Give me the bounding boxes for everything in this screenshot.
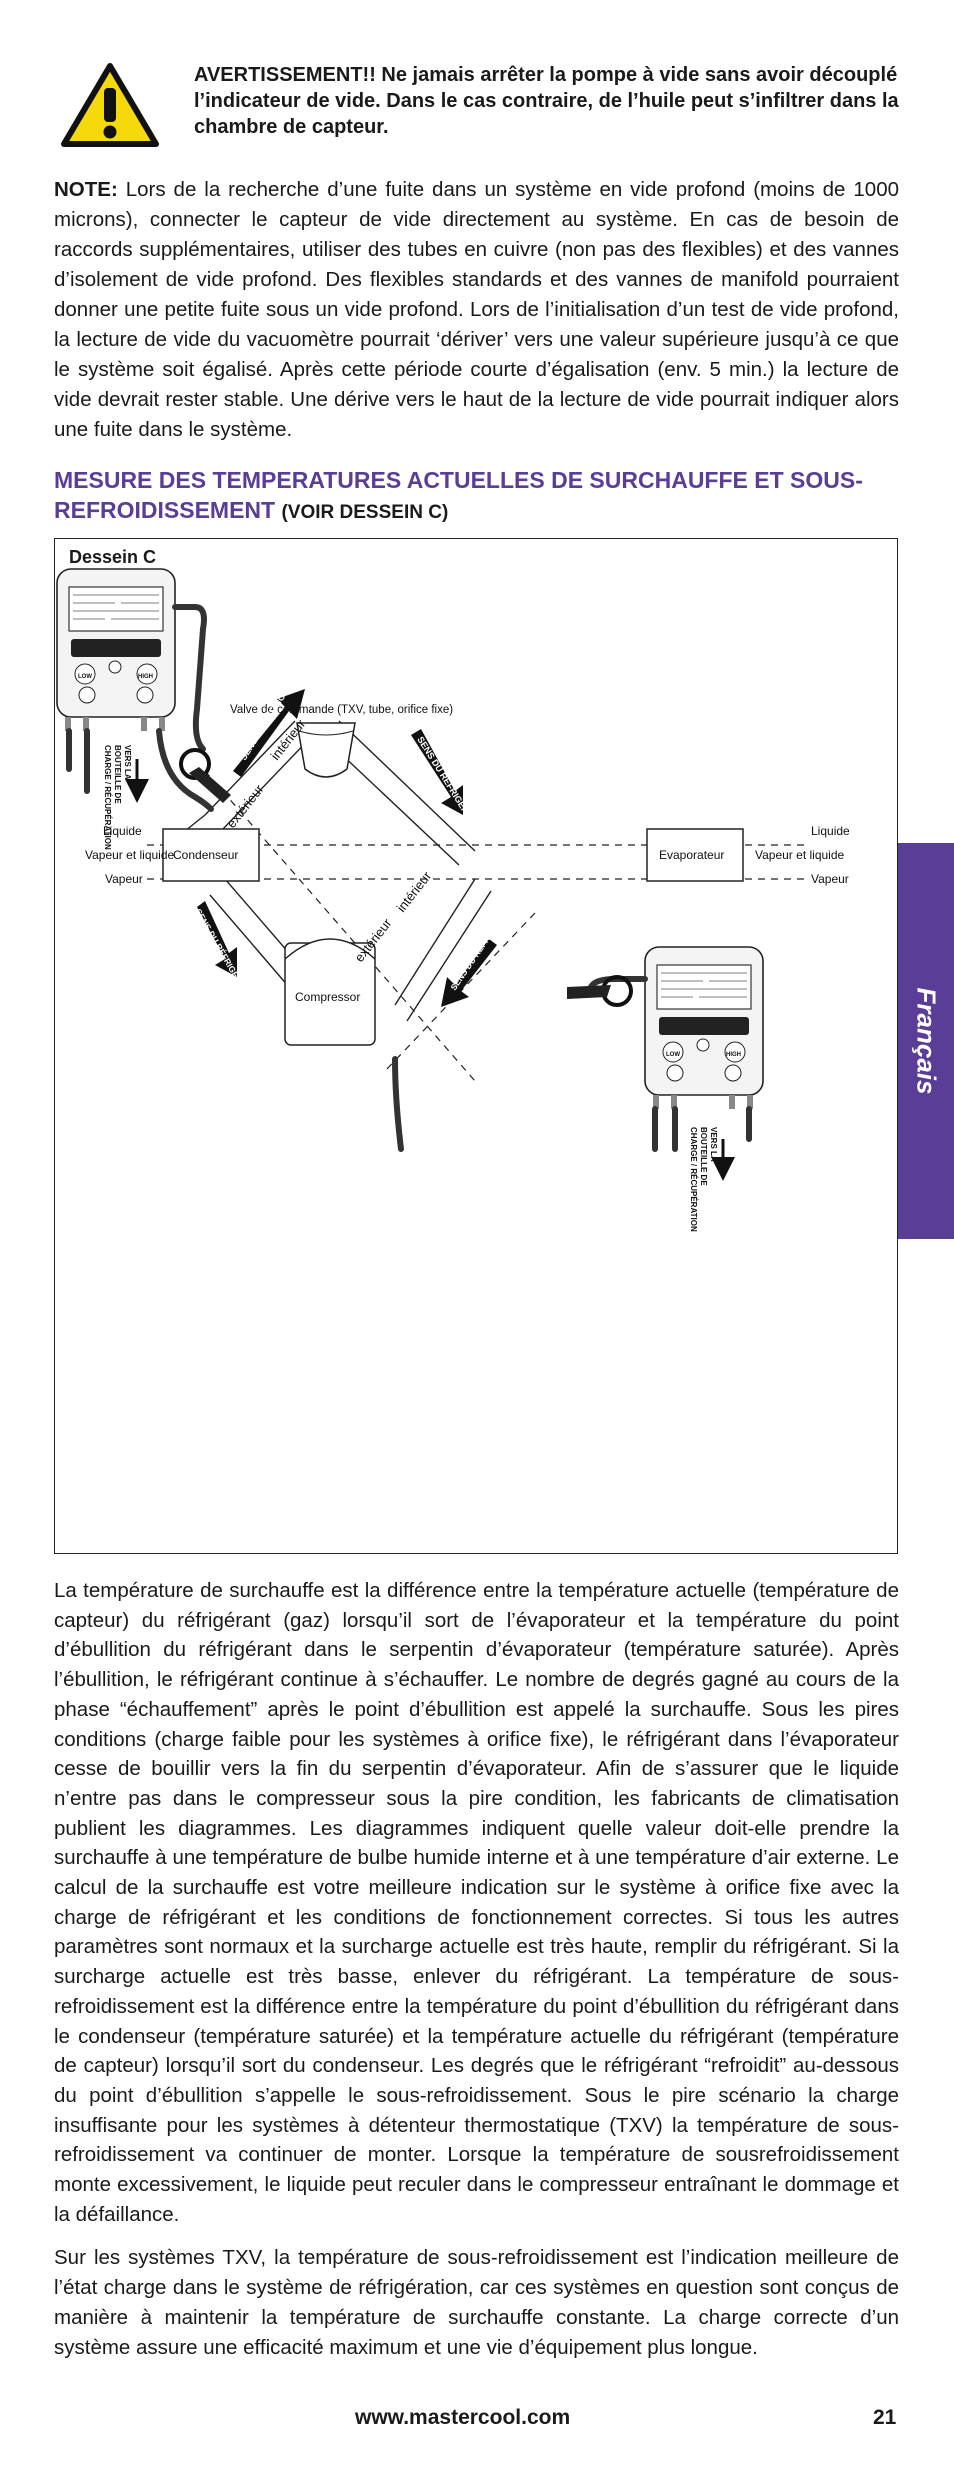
- manifold-gauge-left: LOW HIGH: [56, 568, 176, 731]
- right-liquid-label: Liquide: [811, 824, 850, 838]
- evaporator-box: [646, 828, 744, 882]
- left-recovery-2: BOUTEILLE DE: [113, 745, 122, 804]
- footer-url: www.mastercool.com: [355, 2406, 571, 2429]
- flow-label-2: SENS DU RÉFRIGÉRANT: [415, 735, 481, 832]
- control-valve: [296, 722, 356, 778]
- interior-label-2: intérieur: [394, 868, 435, 915]
- compressor: [284, 938, 376, 1046]
- condenser-box: [162, 828, 260, 882]
- left-vapor-liquid-label: Vapeur et liquide: [85, 848, 175, 862]
- right-recovery-3: CHARGE / RÉCUPÉRATION: [689, 1127, 698, 1232]
- note-paragraph: NOTE: Lors de la recherche d’une fuite d…: [54, 175, 899, 445]
- left-gauge-low: LOW: [78, 674, 92, 680]
- left-vapor-label: Vapeur: [105, 872, 143, 886]
- flow-arrow-left-down: SENS DU RÉFRIGÉRANT: [193, 901, 253, 1001]
- right-gauge-low: LOW: [666, 1052, 680, 1058]
- language-tab: Français: [898, 843, 954, 1239]
- valve-label: Valve de commande (TXV, tube, orifice fi…: [230, 704, 453, 716]
- manifold-gauge-right: LOW HIGH: [644, 946, 764, 1109]
- left-recovery-text: VERS LA BOUTEILLE DE CHARGE / RÉCUPÉRATI…: [103, 745, 149, 850]
- evaporator-label: Evaporateur: [659, 848, 724, 862]
- left-liquid-label: Liquide: [103, 824, 142, 838]
- left-hoses: [66, 604, 214, 812]
- section-title: MESURE DES TEMPERATURES ACTUELLES DE SUR…: [54, 465, 899, 528]
- flow-arrow-right-down: SENS DU RÉFRIGÉRANT: [411, 729, 481, 832]
- note-label: NOTE:: [54, 178, 118, 201]
- flow-label-4: SENS DU RÉFRIGÉRANT: [448, 902, 514, 992]
- left-clamp: [179, 748, 231, 803]
- flow-arrow-right-up: SENS DU RÉFRIGÉRANT: [441, 902, 514, 1007]
- note-text: Lors de la recherche d’une fuite dans un…: [54, 178, 899, 441]
- condenser-label: Condenseur: [173, 848, 238, 862]
- section-title-text: MESURE DES TEMPERATURES ACTUELLES DE SUR…: [54, 467, 863, 523]
- right-recovery-text: VERS LA BOUTEILLE DE CHARGE / RÉCUPÉRATI…: [689, 1127, 735, 1232]
- warning-text: AVERTISSEMENT!! Ne jamais arrêter la pom…: [194, 64, 899, 138]
- compressor-label: Compressor: [295, 990, 360, 1004]
- refrigeration-diagram: Valve de commande (TXV, tube, orifice fi…: [56, 568, 850, 1232]
- right-recovery-2: BOUTEILLE DE: [699, 1127, 708, 1186]
- left-recovery-1: VERS LA: [123, 745, 132, 780]
- section-subtitle: (VOIR DESSEIN C): [281, 502, 449, 523]
- figure-label: Dessein C: [69, 547, 157, 567]
- left-recovery-3: CHARGE / RÉCUPÉRATION: [103, 745, 112, 850]
- right-gauge-high: HIGH: [726, 1052, 741, 1058]
- page-number: 21: [873, 2406, 897, 2429]
- right-vapor-label: Vapeur: [811, 872, 849, 886]
- right-recovery-1: VERS LA: [709, 1127, 718, 1162]
- language-tab-label: Français: [911, 987, 942, 1095]
- body-paragraph-2: Sur les systèmes TXV, la température de …: [54, 2246, 899, 2359]
- body-paragraph-1: La température de surchauffe est la diff…: [54, 1579, 899, 2226]
- left-gauge-high: HIGH: [138, 674, 153, 680]
- right-clamp: [567, 975, 633, 1007]
- warning-triangle-icon: [61, 63, 159, 147]
- diagram-figure: Dessein C Valve de commande (TXV, tube, …: [54, 538, 898, 1554]
- flow-label-3: SENS DU RÉFRIGÉRANT: [193, 907, 253, 1001]
- right-hoses: [392, 976, 752, 1152]
- right-vapor-liquid-label: Vapeur et liquide: [755, 848, 845, 862]
- body-text: La température de surchauffe est la diff…: [54, 1576, 899, 2376]
